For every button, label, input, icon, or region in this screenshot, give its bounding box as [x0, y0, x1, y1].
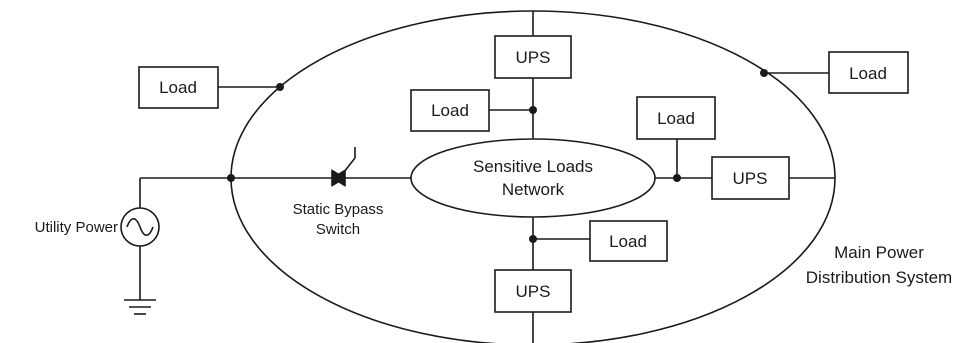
- sensitive-loads-network: [410, 138, 656, 218]
- ground-icon: [124, 299, 156, 315]
- network-label-line2: Network: [502, 180, 565, 199]
- ups-right: UPS: [711, 156, 790, 200]
- system-label-line1: Main Power: [834, 243, 924, 262]
- svg-text:Load: Load: [657, 109, 695, 128]
- load-right-outer: Load: [828, 51, 909, 94]
- utility-power-label: Utility Power: [35, 219, 118, 236]
- network-label-line1: Sensitive Loads: [473, 157, 593, 176]
- load-top-inner: Load: [410, 89, 490, 132]
- load-right-inner: Load: [636, 96, 716, 140]
- scr-switch-icon: [331, 147, 356, 187]
- load-bottom-inner: Load: [589, 220, 668, 262]
- ups-top: UPS: [494, 35, 572, 79]
- svg-text:UPS: UPS: [733, 169, 768, 188]
- svg-text:UPS: UPS: [516, 282, 551, 301]
- switch-label-line2: Switch: [316, 221, 360, 238]
- svg-text:Load: Load: [849, 64, 887, 83]
- switch-label-line1: Static Bypass: [293, 201, 384, 218]
- svg-text:Load: Load: [431, 101, 469, 120]
- ups-bottom: UPS: [494, 269, 572, 313]
- utility-feed: [139, 177, 231, 300]
- junction-dots: [227, 69, 768, 243]
- ac-source-icon: [120, 207, 160, 247]
- svg-text:Load: Load: [159, 78, 197, 97]
- svg-text:UPS: UPS: [516, 48, 551, 67]
- system-label-line2: Distribution System: [806, 268, 952, 287]
- svg-text:Load: Load: [609, 232, 647, 251]
- load-left-outer: Load: [138, 66, 219, 109]
